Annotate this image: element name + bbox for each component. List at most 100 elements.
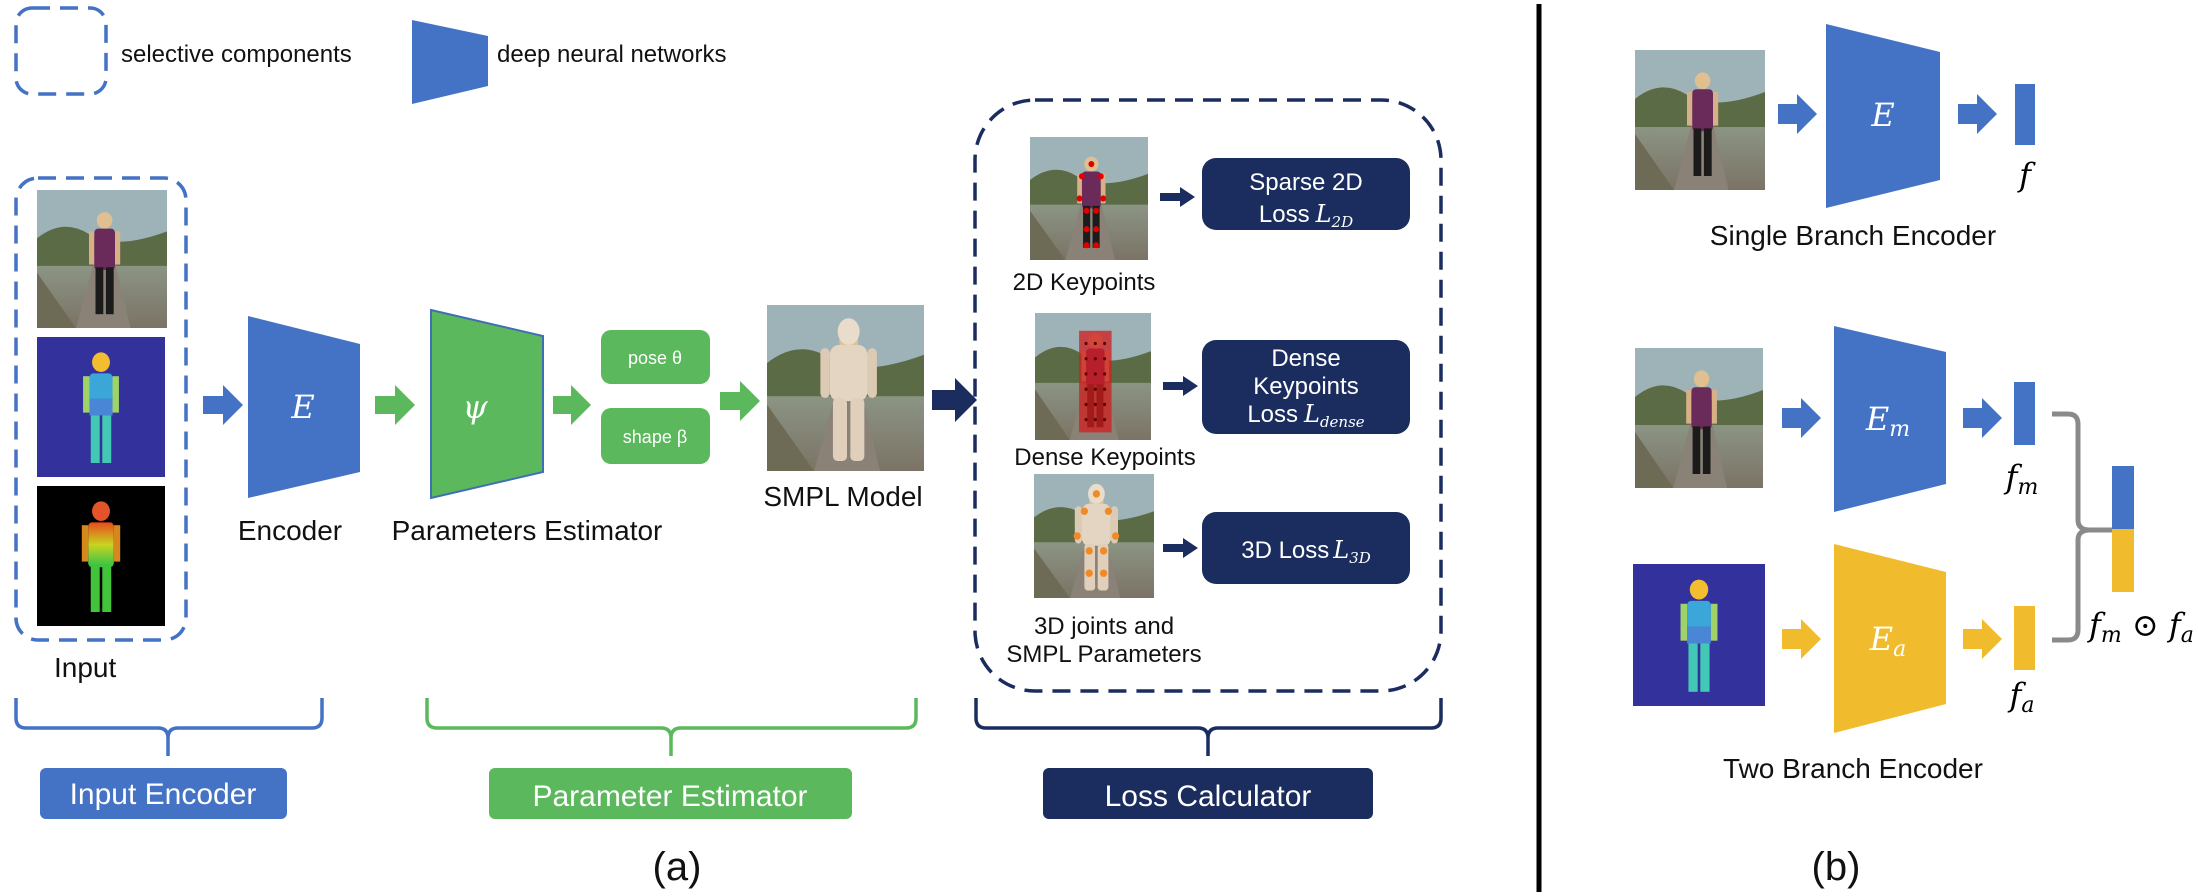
loss-sparse-line2-word: Loss [1259,201,1310,228]
smpl-label: SMPL Model [763,481,922,512]
arrow-seg-ea [1782,619,1821,659]
em-encoder-letter: E [1865,400,1889,438]
ea-encoder-trapezoid [1834,544,1946,733]
input-dashed-box [14,176,188,642]
single-branch-image [1635,50,1765,190]
input-encoder-brace [14,698,324,756]
loss-3d-symbol: L [1332,536,1349,564]
caption-a: (a) [653,845,702,889]
joints3d-label-line2: SMPL Parameters [1006,641,1201,668]
loss-dense-symbol: L [1303,400,1320,428]
loss-sparse-line1: Sparse 2D [1249,169,1362,196]
two-branch-label: Two Branch Encoder [1723,753,1983,784]
shape-label: shape β [623,427,687,447]
concat-s1: m [2101,623,2122,648]
ea-encoder-letter: E [1869,620,1893,658]
single-branch-label: Single Branch Encoder [1710,220,1996,251]
joints3d-label-line1: 3D joints and [1034,613,1174,640]
parameter-estimator-brace [425,698,918,756]
input-encoder-tag [40,768,287,819]
loss-dense-subscript: dense [1320,413,1365,431]
arrow-kp-loss [1160,187,1195,207]
loss-sparse-box [1202,158,1410,230]
arrow-joints-loss [1163,538,1198,558]
em-encoder-trapezoid [1834,326,1946,512]
input-label: Input [54,652,116,683]
input-depth-image [37,486,165,626]
joints3d-image [1034,474,1154,598]
parameter-estimator-tag-label: Parameter Estimator [532,780,807,813]
keypoints2d-image [1030,137,1148,260]
concat-feature-appearance [2112,529,2134,592]
legend-dnn-label: deep neural networks [497,41,726,68]
two-branch-rgb-image [1635,348,1763,488]
input-segmentation-image [37,337,165,477]
single-feature-bar [2015,84,2035,145]
parameter-estimator-tag [489,768,852,819]
two-branch-segmentation-image [1633,564,1765,706]
estimator-trapezoid [430,308,544,500]
loss-3d-box [1202,512,1410,584]
fm-feature-bar [2014,382,2035,445]
fm-subscript: m [2017,475,2038,500]
dense-keypoints-label: Dense Keypoints [1014,444,1195,471]
em-encoder-subscript: m [1889,417,1910,442]
encoder-symbol: E [290,388,314,426]
loss-sparse-subscript: 2D [1331,213,1354,231]
loss-calculator-tag [1043,768,1373,819]
fa-symbol: fa [2008,676,2035,718]
em-encoder-symbol: Em [1865,400,1910,442]
arrow-encoder-estimator [375,385,415,425]
concat-operator: ⊙ [2122,606,2169,644]
arrow-em-fm [1963,398,2002,438]
smpl-model-image [767,305,924,471]
shape-box [601,408,710,464]
loss-dense-line3-word: Loss [1247,401,1298,428]
arrow-estimator-params [553,385,591,425]
fa-feature-bar [2014,606,2035,670]
concat-expression: fm ⊙ fa [2087,606,2194,648]
pose-box [601,330,710,384]
estimator-symbol: ψ [462,388,488,426]
concat-s2: a [2181,623,2194,648]
input-rgb-image [37,190,167,328]
caption-b: (b) [1812,845,1861,889]
legend-dnn-trapezoid [412,20,488,104]
loss-calculator-brace [974,698,1443,756]
estimator-label: Parameters Estimator [392,515,663,546]
loss-3d-word: 3D Loss [1241,537,1329,564]
arrow-input-encoder [203,385,243,425]
loss-dense-line1: Dense [1271,345,1340,372]
single-encoder-symbol: E [1870,96,1894,134]
arrow-single-image-encoder [1778,94,1817,134]
legend-dashed-box [14,6,108,96]
loss-dashed-box [973,98,1443,693]
encoder-trapezoid [248,316,360,498]
concat-bracket [2052,411,2112,643]
arrow-single-encoder-feature [1958,94,1997,134]
input-encoder-tag-label: Input Encoder [70,778,257,811]
loss-dense-box [1202,340,1410,434]
ea-encoder-subscript: a [1893,637,1906,662]
arrow-smpl-loss [932,378,977,422]
concat-feature-motion [2112,466,2134,529]
arrow-params-smpl [720,381,760,421]
dense-keypoints-image [1035,313,1151,440]
loss-3d-subscript: 3D [1349,549,1371,567]
loss-dense-line2: Keypoints [1253,373,1358,400]
loss-sparse-symbol: L [1315,200,1332,228]
arrow-ea-fa [1963,619,2002,659]
fa-subscript: a [2021,693,2034,718]
legend-selective-label: selective components [121,41,352,68]
arrow-rgb-em [1782,398,1821,438]
fm-symbol: fm [2004,458,2039,500]
encoder-label: Encoder [238,515,342,546]
ea-encoder-symbol: Ea [1869,620,1906,662]
keypoints2d-label: 2D Keypoints [1013,269,1156,296]
loss-calculator-tag-label: Loss Calculator [1105,780,1312,813]
arrow-dense-loss [1163,376,1198,396]
pose-label: pose θ [628,348,682,368]
